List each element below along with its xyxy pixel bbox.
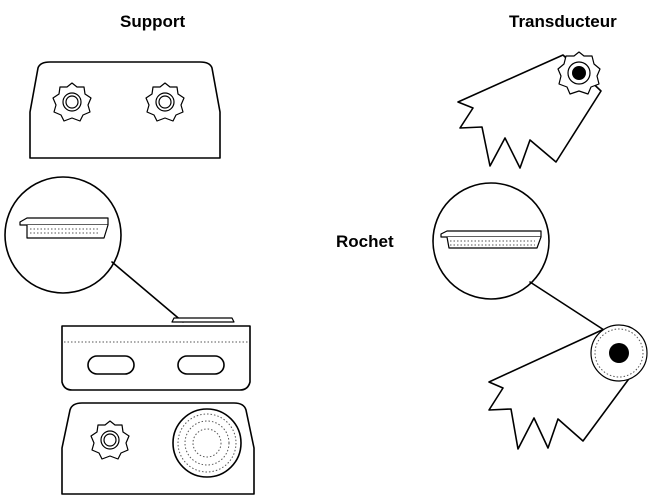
support-top-bracket xyxy=(29,61,221,159)
support-slotted-plate xyxy=(61,317,251,391)
connector-line-left xyxy=(111,261,184,323)
ratchet-magnifier-left xyxy=(4,176,122,294)
knob-icon xyxy=(557,51,601,95)
support-label: Support xyxy=(120,12,185,31)
support-bottom-bracket xyxy=(61,402,255,495)
transducer-label: Transducteur xyxy=(509,12,617,31)
round-pad-icon xyxy=(172,408,242,478)
ratchet-label: Rochet xyxy=(336,232,394,251)
ratchet-magnifier-right xyxy=(432,182,550,300)
connector-line-right xyxy=(529,281,605,331)
transducer-lower xyxy=(488,324,648,450)
slot-icon xyxy=(177,355,225,375)
pivot-icon xyxy=(609,343,629,363)
slot-icon xyxy=(87,355,135,375)
transducer-upper xyxy=(457,51,602,169)
